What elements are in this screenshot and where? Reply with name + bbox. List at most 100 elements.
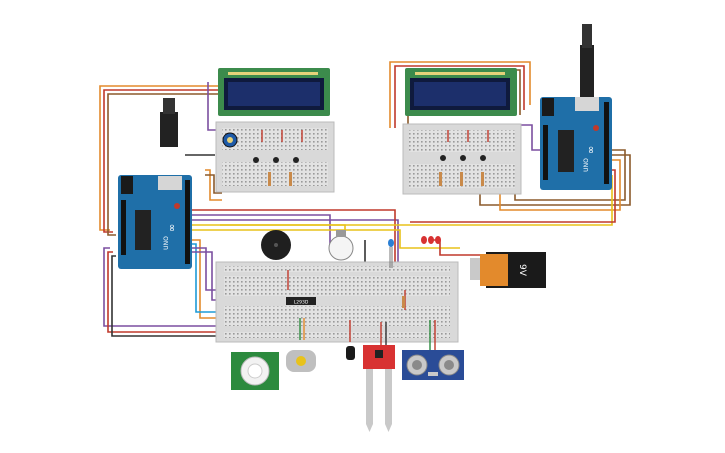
chip-label: L293D	[294, 300, 309, 306]
ultrasonic-sensor	[402, 350, 464, 380]
wire-red	[107, 251, 225, 333]
wire-orange	[389, 61, 531, 128]
lcd-header	[228, 72, 318, 75]
battery-9v: 9V	[470, 252, 546, 288]
buzzer-hole	[274, 243, 278, 247]
power-jack	[542, 98, 554, 116]
resistor	[289, 172, 292, 186]
led-lens	[435, 236, 441, 244]
wire-red	[410, 169, 616, 223]
power-rail	[224, 332, 450, 338]
wire-red	[394, 65, 525, 128]
wire-orange	[205, 169, 222, 201]
header-pins	[121, 200, 126, 255]
usb-plug	[582, 24, 592, 48]
arduino-left: ∞ UNO	[118, 98, 192, 269]
resistor	[402, 296, 405, 308]
usb-port	[575, 97, 599, 111]
dc-motor	[286, 350, 316, 372]
resistor	[460, 172, 463, 186]
transducer-mesh	[412, 360, 422, 370]
wire-brown	[205, 174, 222, 194]
probe-tip	[366, 424, 373, 432]
wire-orange	[99, 85, 220, 231]
uno-label: UNO	[583, 158, 590, 172]
soil-moisture-sensor	[363, 345, 395, 432]
led-blue	[388, 239, 394, 268]
usb-plug	[163, 98, 175, 114]
header-pins	[604, 102, 609, 184]
probe-right	[385, 369, 392, 424]
breadboard-holes	[409, 130, 515, 152]
lcd-left	[218, 68, 330, 116]
battery-voltage-label: 9V	[517, 264, 527, 277]
lcd-header	[415, 72, 505, 75]
pir-sensor	[231, 352, 279, 390]
pushbutton	[460, 155, 466, 161]
motor-driver-chip	[286, 297, 316, 305]
arduino-logo: ∞	[586, 146, 597, 154]
led-lens	[428, 236, 434, 244]
sensor-body	[346, 346, 355, 360]
led-lens	[388, 239, 394, 247]
lcd-screen	[228, 82, 320, 106]
resistor	[439, 172, 442, 186]
bulb-glass	[328, 235, 354, 261]
wire-yellow	[185, 229, 460, 249]
temperature-sensor	[346, 346, 355, 360]
pir-lens	[247, 363, 263, 379]
wire-purple	[190, 214, 331, 245]
resistor	[268, 172, 271, 186]
light-bulb	[328, 230, 354, 261]
breadboard-left	[215, 121, 335, 193]
arduino-logo: ∞	[167, 224, 178, 232]
wire-purple	[520, 124, 545, 151]
led-red-group	[421, 236, 441, 244]
atmega-chip	[558, 130, 574, 172]
wire-orange	[499, 159, 621, 211]
sensor-chip	[375, 350, 383, 358]
transducer-mesh	[444, 360, 454, 370]
probe-tip	[385, 424, 392, 432]
breadboard-right	[402, 123, 522, 195]
breadboard-holes	[224, 306, 450, 326]
lcd-screen	[414, 82, 506, 106]
arduino-right: ∞ UNO	[540, 24, 612, 190]
power-rail	[224, 266, 450, 272]
motor-shaft	[296, 356, 306, 366]
potentiometer-knob	[227, 137, 233, 143]
wire-brown	[107, 93, 218, 236]
lcd-right	[405, 68, 517, 116]
header-pins	[185, 180, 190, 264]
pushbutton	[480, 155, 486, 161]
wire-brown	[514, 149, 626, 201]
wire-yellow	[220, 175, 613, 226]
crystal	[428, 372, 438, 376]
header-pins	[543, 125, 548, 180]
atmega-chip	[135, 210, 151, 250]
breadboard-holes	[222, 128, 328, 150]
pushbutton	[273, 157, 279, 163]
usb-cable	[580, 45, 594, 97]
pushbutton	[440, 155, 446, 161]
wire-purple	[190, 219, 399, 268]
led-lens	[421, 236, 427, 244]
power-jack	[121, 176, 133, 194]
usb-port	[158, 176, 182, 190]
probe-left	[366, 369, 373, 424]
wire-purple	[103, 247, 230, 327]
pushbutton	[253, 157, 259, 163]
breadboard-holes	[222, 162, 328, 186]
breadboard-holes	[224, 276, 450, 296]
resistor	[481, 172, 484, 186]
usb-cable	[160, 112, 178, 147]
breadboard-main: L293D	[215, 261, 459, 352]
wire-purple	[207, 82, 218, 131]
reset-button	[593, 125, 599, 131]
piezo-buzzer	[261, 230, 291, 260]
wire-brown	[479, 154, 631, 206]
uno-label: UNO	[163, 236, 170, 250]
pushbutton	[293, 157, 299, 163]
wire-black	[111, 255, 230, 337]
